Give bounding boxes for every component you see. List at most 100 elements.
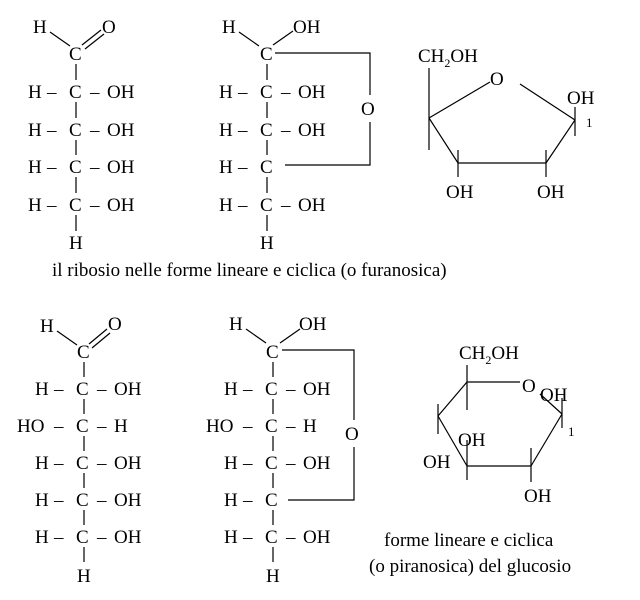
glucose-cyclic-c5: C: [265, 490, 278, 511]
glucose-linear-c1-h-bond: [56, 330, 78, 346]
glucose-cyclic-c5-dash-left: –: [242, 490, 253, 511]
glucose-linear-c2-dash-left: –: [53, 379, 64, 400]
ribose-linear-c2-oh: OH: [107, 82, 135, 103]
ribose-linear-c2-h: H: [28, 82, 42, 103]
ribose-cyclic-ring-bridge-top: [275, 52, 371, 95]
glucose-cyclic-c1-oh-bond: [279, 328, 301, 344]
ribose-linear-c4-h: H: [28, 157, 42, 178]
glucose-linear-form: H O C H – C – OH HO – C – H H – C – OH H…: [17, 314, 142, 587]
glucose-pyranose-c4-oh: OH: [423, 452, 451, 473]
glucose-linear-c4-oh: OH: [114, 453, 142, 474]
glucose-pyranose-ring-bond: [539, 393, 563, 415]
ribose-linear-c3-h: H: [28, 120, 42, 141]
glucose-cyclic-c4-dash-right: –: [285, 453, 296, 474]
glucose-cyclic-c3-dash-left: –: [242, 416, 253, 437]
ribose-cyclic-c1: C: [260, 44, 273, 65]
glucose-cyclic-c1-h-bond: [245, 328, 267, 344]
glucose-linear-c2: C: [76, 379, 89, 400]
ribose-furanose-ring-oxygen: O: [490, 69, 504, 90]
glucose-linear-bottom-h: H: [77, 566, 91, 587]
glucose-cyclic-c4-h: H: [224, 453, 238, 474]
ribose-cyclic-c1-h: H: [222, 17, 236, 38]
ribose-cyclic-c1-h-bond: [238, 31, 260, 47]
ribose-cyclic-c3: C: [260, 120, 273, 141]
glucose-linear-c5-h: H: [35, 490, 49, 511]
ribose-linear-c2-dash-right: –: [89, 82, 100, 103]
ribose-linear-c5-dash-right: –: [89, 195, 100, 216]
ribose-cyclic-c2-h: H: [219, 82, 233, 103]
ribose-cyclic-c1-oh: OH: [293, 17, 321, 38]
ribose-linear-c5-dash-left: –: [46, 195, 57, 216]
ribose-cyclic-bottom-h: H: [260, 233, 274, 254]
glucose-cyclic-c3-dash-right: –: [285, 416, 296, 437]
ribose-cyclic-c1-oh-bond: [272, 30, 294, 46]
ribose-linear-c4: C: [69, 157, 82, 178]
ribose-cyclic-c2: C: [260, 82, 273, 103]
glucose-cyclic-fischer-form: H OH C O H – C – OH HO – C – H H – C – O…: [206, 314, 359, 587]
glucose-linear-c4-dash-left: –: [53, 453, 64, 474]
glucose-cyclic-c2-dash-left: –: [242, 379, 253, 400]
glucose-cyclic-ring-bridge-top: [282, 349, 355, 420]
glucose-linear-c2-h: H: [35, 379, 49, 400]
glucose-cyclic-c3: C: [265, 416, 278, 437]
ribose-linear-c4-dash-right: –: [89, 157, 100, 178]
ribose-cyclic-c3-dash-right: –: [280, 120, 291, 141]
ribose-cyclic-c3-dash-left: –: [237, 120, 248, 141]
glucose-cyclic-c6-h: H: [224, 527, 238, 548]
glucose-linear-c3: C: [76, 416, 89, 437]
ribose-furanose-c2-oh: OH: [537, 182, 565, 203]
ribose-linear-c3-dash-left: –: [46, 120, 57, 141]
glucose-cyclic-c4-dash-left: –: [242, 453, 253, 474]
ribose-furanose-anomeric-number: 1: [586, 115, 593, 130]
ribose-cyclic-c5-dash-right: –: [280, 195, 291, 216]
glucose-cyclic-c3-ho: HO: [206, 416, 233, 437]
ribose-cyclic-c2-oh: OH: [298, 82, 326, 103]
ribose-furanose-ring: CH2OH O OH 1 OH OH: [418, 46, 595, 203]
ribose-furanose-ring-bond: [545, 119, 576, 164]
glucose-cyclic-c1-h: H: [229, 314, 243, 335]
ribose-linear-aldehyde-o: O: [102, 17, 116, 38]
ribose-linear-c5-oh: OH: [107, 195, 135, 216]
glucose-pyranose-ring-oxygen: O: [522, 376, 536, 397]
glucose-pyranose-c1-oh: OH: [540, 385, 568, 406]
ribose-linear-c5-h: H: [28, 195, 42, 216]
glucose-pyranose-ring: CH2OH O OH 1 OH OH OH: [423, 343, 575, 507]
ribose-linear-form: H O C H – C – OH H – C – OH H – C – OH H…: [28, 17, 135, 254]
ribose-furanose-ch2oh: CH2OH: [418, 46, 478, 70]
ribose-linear-c3-oh: OH: [107, 120, 135, 141]
glucose-cyclic-c2: C: [265, 379, 278, 400]
ribose-cyclic-fischer-form: H OH C O H – C – OH H – C – OH H – C H –…: [219, 17, 375, 254]
glucose-pyranose-anomeric-number: 1: [568, 424, 575, 439]
glucose-linear-c4: C: [76, 453, 89, 474]
ribose-cyclic-ring-oxygen: O: [361, 99, 375, 120]
ribose-cyclic-c4-h: H: [219, 157, 233, 178]
glucose-cyclic-c2-dash-right: –: [285, 379, 296, 400]
glucose-cyclic-c6-oh: OH: [303, 527, 331, 548]
ribose-linear-c1-h-bond: [49, 31, 71, 47]
glucose-linear-c3-dash-left: –: [53, 416, 64, 437]
glucose-linear-double-bond-a: [88, 328, 108, 345]
glucose-linear-double-bond-b: [91, 332, 111, 349]
glucose-cyclic-c1-oh: OH: [299, 314, 327, 335]
glucose-cyclic-c6-dash-right: –: [285, 527, 296, 548]
ribose-linear-c5: C: [69, 195, 82, 216]
glucose-linear-c2-dash-right: –: [96, 379, 107, 400]
glucose-linear-c5-dash-right: –: [96, 490, 107, 511]
glucose-cyclic-c6: C: [265, 527, 278, 548]
glucose-cyclic-c4: C: [265, 453, 278, 474]
glucose-pyranose-c2-oh: OH: [524, 486, 552, 507]
ribose-linear-c4-dash-left: –: [46, 157, 57, 178]
ribose-linear-c2: C: [69, 82, 82, 103]
ribose-furanose-ring-bond: [428, 117, 459, 164]
glucose-linear-c3-dash-right: –: [96, 416, 107, 437]
glucose-pyranose-c3-oh: OH: [458, 430, 486, 451]
ribose-cyclic-c5-dash-left: –: [237, 195, 248, 216]
ribose-cyclic-c5: C: [260, 195, 273, 216]
glucose-pyranose-ring-bond: [437, 415, 468, 467]
ribose-furanose-ring-bond: [519, 83, 576, 121]
glucose-linear-c6: C: [76, 527, 89, 548]
ribose-cyclic-c4: C: [260, 157, 273, 178]
ribose-cyclic-c2-dash-right: –: [280, 82, 291, 103]
glucose-cyclic-bottom-h: H: [266, 566, 280, 587]
